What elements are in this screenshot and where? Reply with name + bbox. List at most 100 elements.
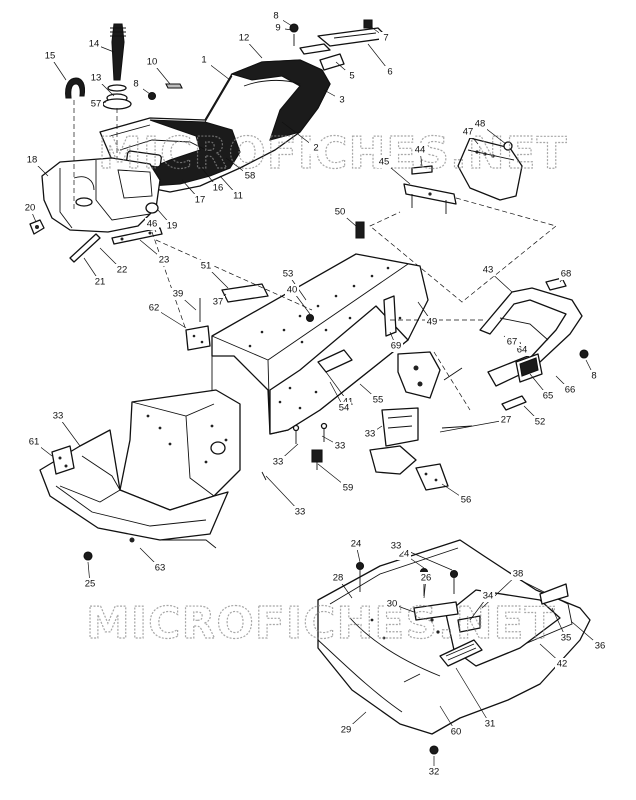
callout-bg-43 [481, 264, 495, 276]
callout-bg-16 [211, 182, 225, 194]
callout-39: 39 [173, 289, 184, 300]
callout-bg-33e [293, 506, 307, 518]
callout-55: 55 [373, 395, 384, 406]
callout-bg-62 [147, 302, 161, 314]
callout-58: 58 [245, 171, 256, 182]
callout-bg-3 [335, 94, 349, 106]
callout-bg-6 [383, 66, 397, 78]
callout-bg-54 [337, 402, 351, 414]
callout-33c: 33 [335, 441, 346, 452]
callout-bg-22 [115, 264, 129, 276]
callout-bg-33c [333, 440, 347, 452]
callout-2: 2 [313, 143, 318, 154]
callout-bg-7 [379, 32, 393, 44]
side-brackets [261, 351, 473, 491]
callout-30: 30 [387, 599, 398, 610]
callout-8c: 8 [591, 371, 596, 382]
callout-5: 5 [349, 71, 354, 82]
callout-21: 21 [95, 277, 106, 288]
tail-light-assembly [369, 137, 557, 303]
callout-8a: 8 [273, 11, 278, 22]
callout-bg-19 [165, 220, 179, 232]
callout-bg-12 [237, 32, 251, 44]
callout-35: 35 [561, 633, 572, 644]
callout-33e: 33 [295, 507, 306, 518]
callout-bg-8b [129, 78, 143, 90]
lower-footwell [39, 389, 241, 561]
callout-26: 26 [421, 573, 432, 584]
leader-line-31 [455, 667, 491, 725]
callout-32: 32 [429, 767, 440, 778]
fuel-tank [29, 23, 163, 263]
callout-bg-25 [83, 578, 97, 590]
leader-line-27 [439, 419, 507, 433]
callout-24b: 24 [399, 549, 410, 560]
callout-66: 66 [565, 385, 576, 396]
callout-1: 1 [201, 55, 206, 66]
callout-bg-50 [333, 206, 347, 218]
callout-bg-30 [385, 598, 399, 610]
hood-assembly [317, 539, 591, 755]
callout-11: 11 [233, 191, 243, 202]
callout-20: 20 [25, 203, 36, 214]
callout-bg-57 [89, 98, 103, 110]
callout-59: 59 [343, 483, 354, 494]
callout-bg-51 [199, 260, 213, 272]
callout-28: 28 [333, 573, 344, 584]
callout-23: 23 [159, 255, 170, 266]
callout-bg-31 [483, 718, 497, 730]
callout-65: 65 [543, 391, 554, 402]
callout-33f: 33 [391, 541, 402, 552]
callout-bg-53 [281, 268, 295, 280]
seat-assembly [99, 59, 331, 193]
callout-bg-34 [481, 590, 495, 602]
callout-bg-27 [499, 414, 513, 426]
callout-bg-68 [559, 268, 573, 280]
callout-61: 61 [29, 437, 40, 448]
callout-12: 12 [239, 33, 250, 44]
callout-33b: 33 [273, 457, 284, 468]
callout-33a: 33 [53, 411, 64, 422]
callout-51: 51 [201, 261, 212, 272]
callout-69: 69 [391, 341, 402, 352]
callout-46: 46 [147, 219, 158, 230]
callout-49: 49 [427, 317, 438, 328]
callout-bg-33a [51, 410, 65, 422]
callout-bg-56 [459, 494, 473, 506]
callout-bg-67 [505, 336, 519, 348]
callout-bg-45 [377, 156, 391, 168]
callout-31: 31 [485, 719, 496, 730]
callout-6: 6 [387, 67, 392, 78]
callout-bg-46 [145, 218, 159, 230]
callout-bg-29 [339, 724, 353, 736]
callout-48: 48 [475, 119, 486, 130]
callout-54: 54 [339, 403, 350, 414]
callout-63: 63 [155, 563, 166, 574]
callout-bg-61 [27, 436, 41, 448]
callout-27: 27 [501, 415, 512, 426]
callout-bg-47 [461, 126, 475, 138]
callout-40: 40 [287, 285, 298, 296]
callout-bg-2 [309, 142, 323, 154]
callout-bg-10 [145, 56, 159, 68]
callout-bg-20 [23, 202, 37, 214]
callout-bg-63 [153, 562, 167, 574]
callout-bg-37 [211, 296, 225, 308]
callout-bg-59 [341, 482, 355, 494]
callout-3: 3 [339, 95, 344, 106]
callout-38: 38 [513, 569, 524, 580]
callout-bg-11 [231, 190, 245, 202]
callout-34: 34 [483, 591, 494, 602]
callout-bg-9 [271, 22, 285, 34]
callout-7: 7 [383, 33, 388, 44]
callout-bg-32 [427, 766, 441, 778]
callout-56: 56 [461, 495, 472, 506]
callout-bg-33f [389, 540, 403, 552]
callout-64: 64 [517, 345, 528, 356]
callout-60: 60 [451, 727, 462, 738]
callout-bg-35 [559, 632, 573, 644]
callout-bg-39 [171, 288, 185, 300]
